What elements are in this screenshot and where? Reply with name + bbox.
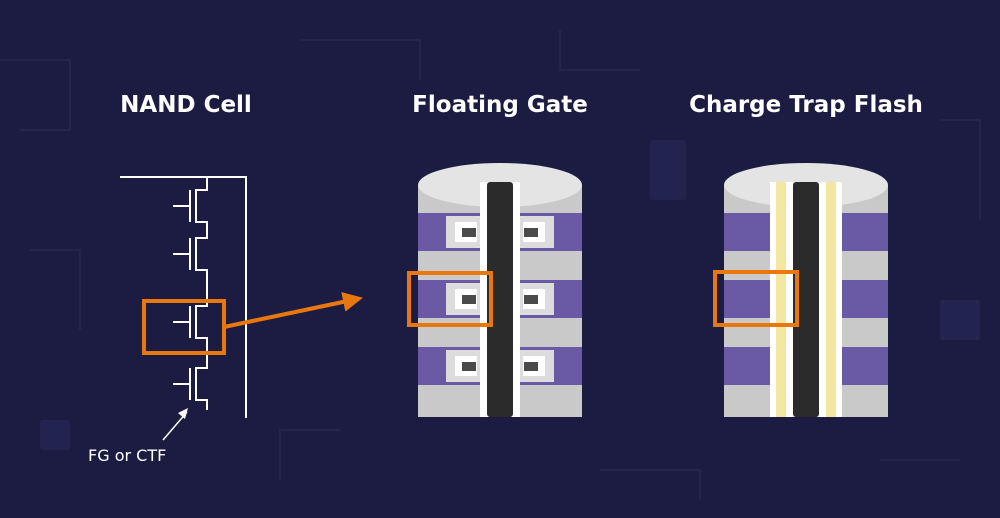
ctf-highlight-box xyxy=(713,270,799,327)
floating-gate-channel xyxy=(487,182,513,417)
pointer-arrowhead-white xyxy=(178,408,188,419)
charge-trap-flash-cylinder xyxy=(724,163,888,417)
string-wire xyxy=(195,177,208,410)
floating-gate-highlight-box xyxy=(407,271,493,327)
floating-gate-cells xyxy=(446,216,554,382)
ctf-channel xyxy=(793,182,819,417)
floating-gate-cylinder xyxy=(418,163,582,417)
fg-or-ctf-label: FG or CTF xyxy=(88,446,167,465)
charge-trap-flash-title: Charge Trap Flash xyxy=(689,92,923,118)
bitline-wire xyxy=(120,176,247,418)
nand-cell-highlight-box xyxy=(142,299,226,355)
nand-cell-title: NAND Cell xyxy=(120,92,252,118)
transistor-gates xyxy=(173,190,191,400)
nand-cell-schematic xyxy=(120,176,247,418)
callout-arrow-orange xyxy=(223,292,363,329)
floating-gate-title: Floating Gate xyxy=(412,92,588,118)
